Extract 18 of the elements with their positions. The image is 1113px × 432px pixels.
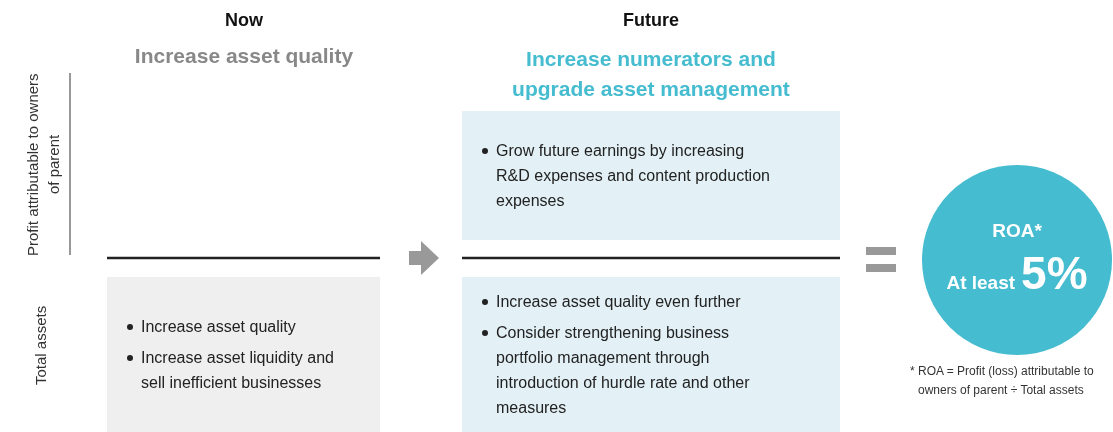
metric-name: ROA* [992,220,1042,242]
bullet-text: Increase asset liquidity and sell inefficient businesses [141,349,334,391]
row-label: Profit attributable to owners of parent [23,72,63,257]
column-subheading: Increase asset quality [133,44,355,68]
bullet-text: Grow future earnings by increasing R&D expenses and content production expenses [496,142,770,209]
column-heading: Future [622,10,680,31]
text-box [462,277,840,432]
row-label: Total assets [31,304,50,387]
bullet-text: Increase asset quality even further [496,293,741,310]
text-box [462,111,840,240]
target-value: 5% [1021,246,1088,300]
bullet-text: Consider strengthening business portfolio management through introduction of hurdle rate and other measures [496,324,750,416]
column-heading: Now [224,10,264,31]
bullet-text: Increase asset quality [141,318,296,335]
column-subheading: Increase numerators and upgrade asset management [511,46,791,102]
text-box [107,277,380,432]
target-text: At least [946,272,1016,294]
footnote: * ROA = Profit (loss) attributable to owners of parent ÷ Total assets [910,363,1095,399]
